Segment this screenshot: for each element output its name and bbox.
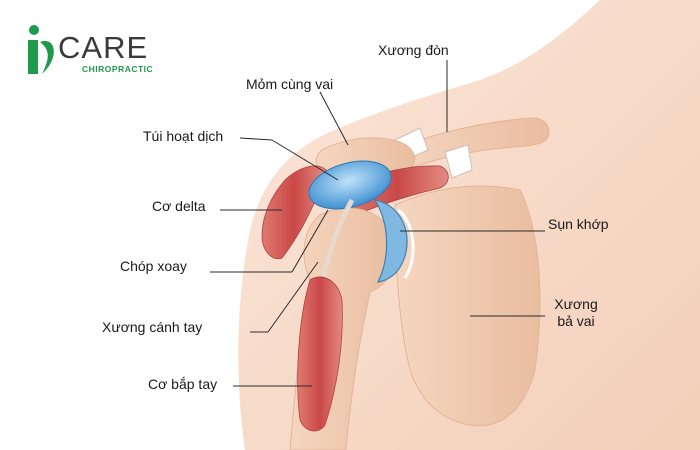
logo-tagline: CHIROPRACTIC xyxy=(82,64,154,74)
label-clavicle: Xương đòn xyxy=(378,42,449,58)
label-scapula-line1: Xương xyxy=(554,296,598,312)
biceps-tendon xyxy=(319,198,355,281)
leader-lines xyxy=(210,60,545,387)
leader-bursa xyxy=(239,137,273,141)
logo-brand-text: CARE xyxy=(58,30,149,65)
biceps-muscle xyxy=(297,276,343,432)
articular-cartilage xyxy=(373,199,408,283)
leader-acromion xyxy=(319,91,349,146)
label-rotator-cuff: Chóp xoay xyxy=(120,258,187,274)
coracoclavicular-ligament xyxy=(444,144,473,179)
label-cartilage: Sụn khớp xyxy=(548,216,609,232)
leader-bursa-diag xyxy=(271,139,339,181)
icare-leaf-logo-icon xyxy=(28,25,54,74)
icare-logo: CARE CHIROPRACTIC xyxy=(20,20,160,80)
leader-humerus-diag xyxy=(267,261,319,333)
label-scapula: Xương bả vai xyxy=(546,296,606,330)
label-scapula-line2: bả vai xyxy=(557,313,595,329)
label-bursa: Túi hoạt dịch xyxy=(143,128,224,144)
label-acromion: Mỏm cùng vai xyxy=(246,76,334,92)
label-deltoid: Cơ delta xyxy=(152,198,206,214)
label-biceps: Cơ bắp tay xyxy=(148,376,218,392)
subacromial-bursa xyxy=(308,160,392,210)
scapula-bone xyxy=(394,185,541,427)
label-humerus: Xương cánh tay xyxy=(102,319,203,335)
glenoid-rim xyxy=(397,208,415,279)
leader-rotator-diag xyxy=(291,209,329,273)
